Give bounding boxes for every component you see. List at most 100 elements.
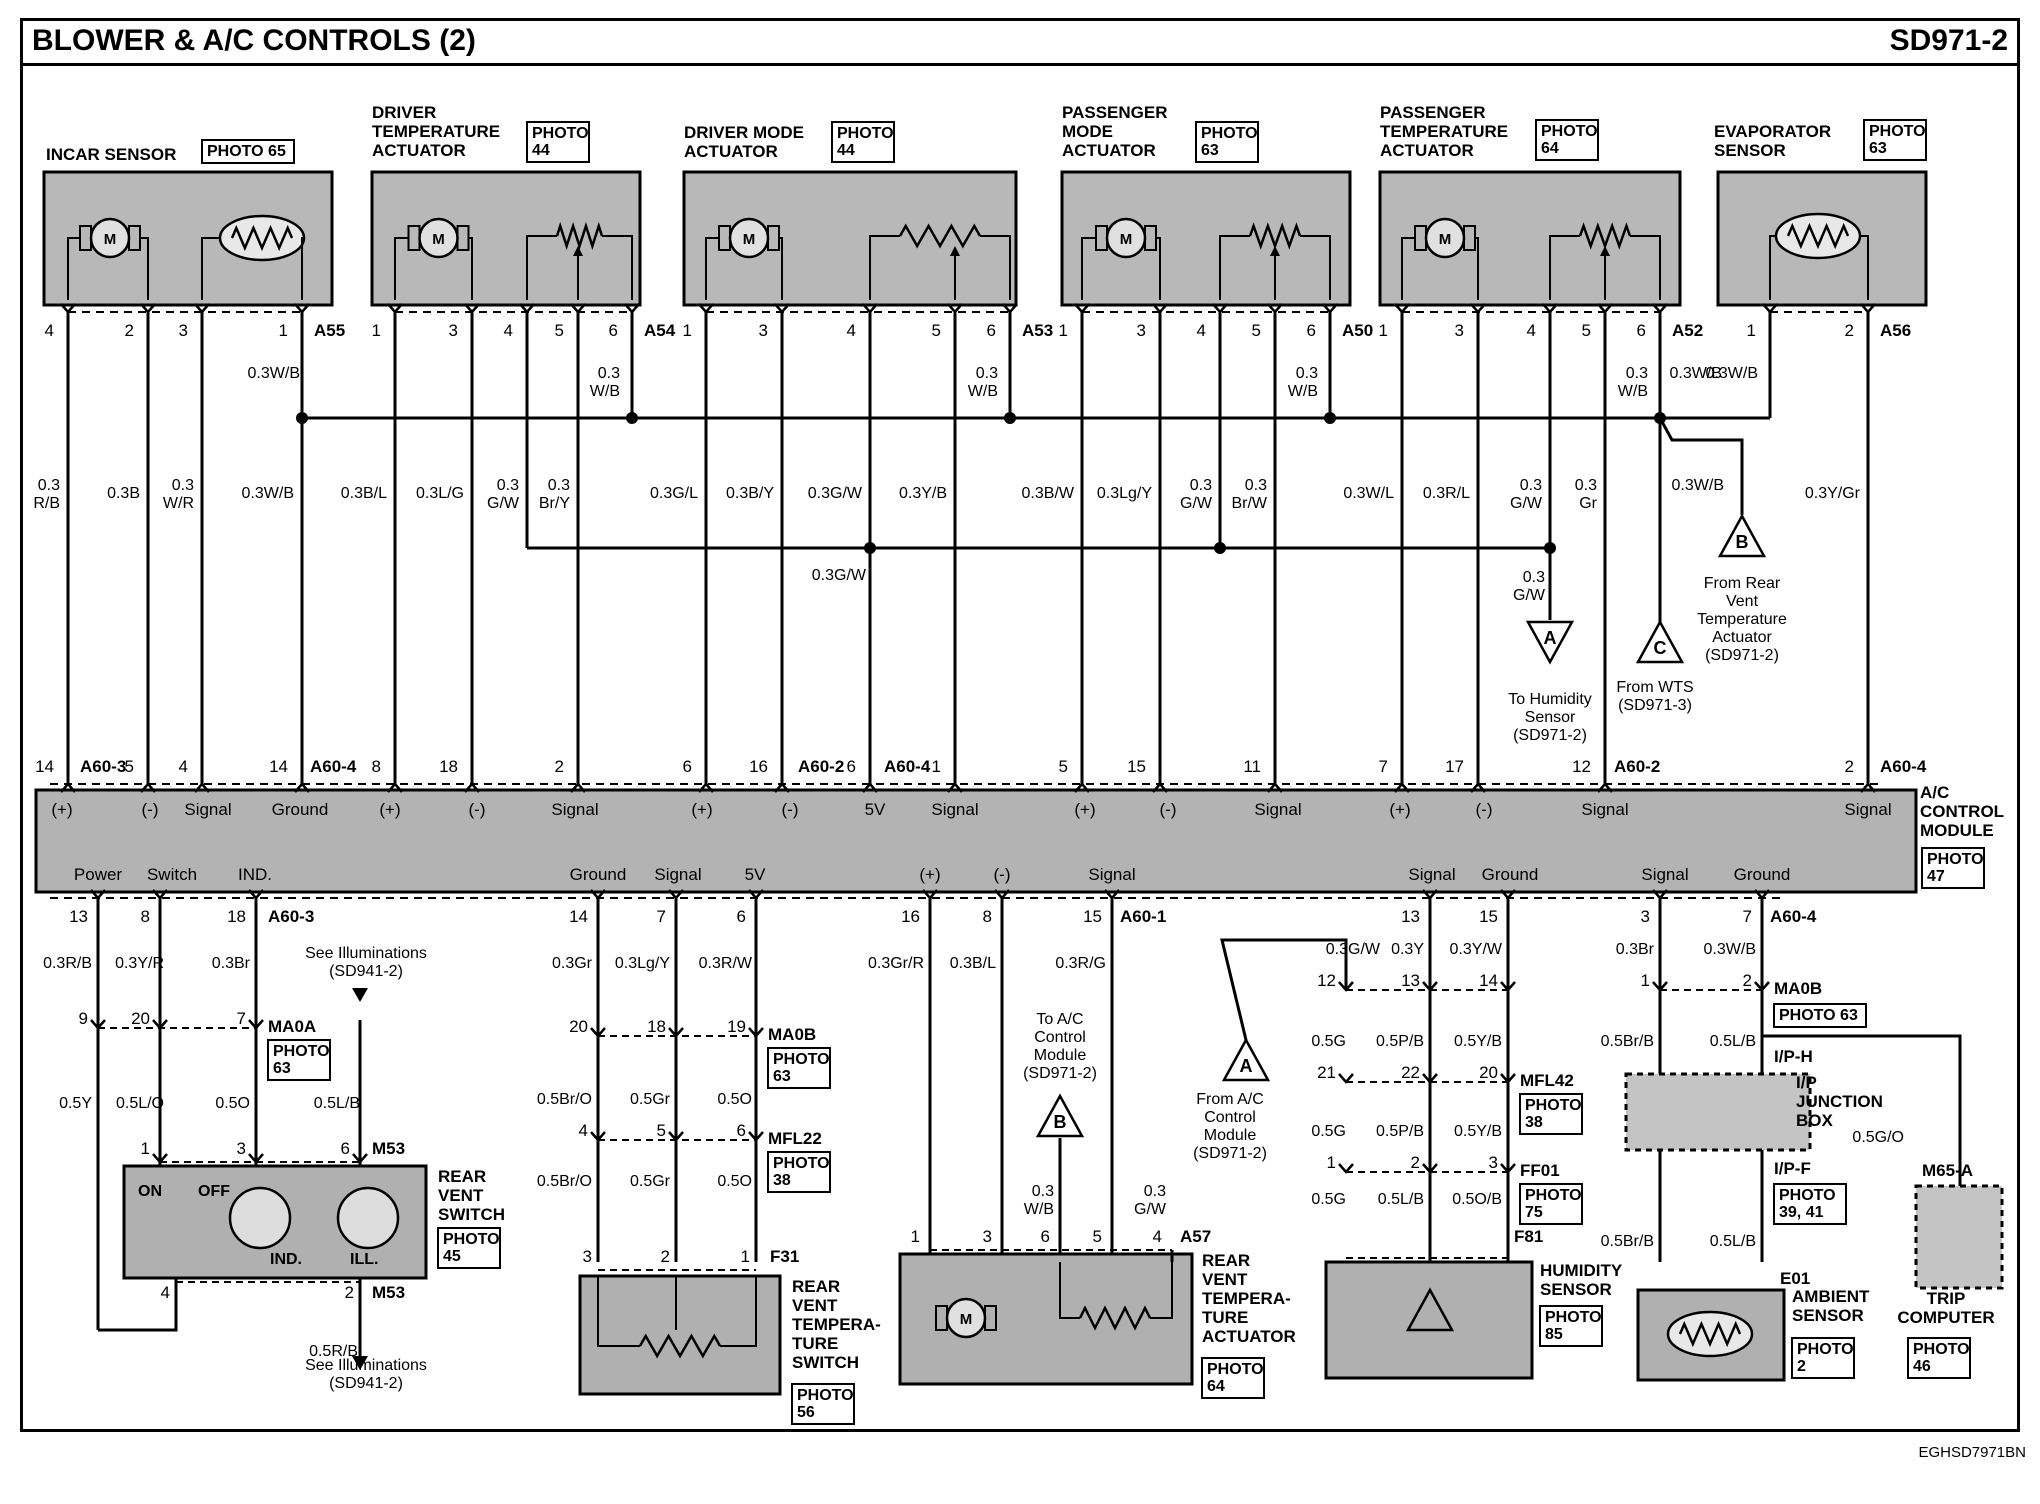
- wire-label: 0.3: [1523, 569, 1545, 586]
- terminal-icon: [60, 782, 76, 793]
- wiper-arrow-icon: [1600, 246, 1610, 256]
- terminal-icon: [90, 889, 106, 900]
- internal-wire: [597, 1276, 640, 1347]
- motor-icon: [935, 1305, 948, 1331]
- wiper-arrow-icon: [573, 246, 583, 256]
- module-pin-function: (-): [782, 800, 799, 819]
- module-name: A/C: [1920, 783, 1949, 802]
- terminal-icon: [1074, 782, 1090, 793]
- MFL42-label: MFL42: [1520, 1071, 1574, 1090]
- ref-text: See Illuminations: [305, 945, 427, 962]
- terminal-icon: [90, 1019, 106, 1030]
- connector-pin: 21: [1317, 1063, 1336, 1082]
- humidity-sensor-photo-text: PHOTO: [1545, 1309, 1602, 1326]
- wire-label: 0.5L/B: [1378, 1191, 1424, 1208]
- wire-label: 0.3Br: [212, 955, 251, 972]
- ip-junction-box-name: JUNCTION: [1796, 1092, 1883, 1111]
- module-pin-function: Signal: [1844, 800, 1891, 819]
- terminal-icon: [1152, 782, 1168, 793]
- terminal-icon: [1470, 782, 1486, 793]
- dta-connector-label: A54: [644, 321, 676, 340]
- motor-icon-label: M: [743, 231, 756, 248]
- wire-label: 0.3Gr: [552, 955, 593, 972]
- internal-wire: [1769, 235, 1776, 300]
- wire-label: 0.3W/L: [1343, 485, 1394, 502]
- terminal-icon: [1500, 1073, 1516, 1084]
- arrow-icon: [352, 1356, 368, 1370]
- module-pin-function: (+): [691, 800, 712, 819]
- terminal-icon: [1754, 981, 1770, 992]
- module-pin-number: 5: [1059, 757, 1068, 776]
- MA0A-photo-text: PHOTO: [273, 1043, 330, 1060]
- terminal-icon: [922, 889, 938, 900]
- connector-pin: 14: [1479, 971, 1498, 990]
- module-photo-text: PHOTO: [1927, 851, 1984, 868]
- reference-letter: C: [1654, 638, 1667, 658]
- internal-wire: [1081, 237, 1096, 300]
- wire-label: W/B: [1618, 383, 1648, 400]
- motor-icon-label: M: [960, 1311, 973, 1328]
- connector-pin: 3: [1489, 1153, 1498, 1172]
- wire-label: 0.3W/B: [242, 485, 294, 502]
- connector-pin: 13: [1401, 971, 1420, 990]
- MA0B-photo: [767, 1047, 831, 1089]
- internal-wire: [1150, 1262, 1173, 1319]
- pma-connector-label: A50: [1342, 321, 1373, 340]
- connector-pin: 1: [141, 1139, 150, 1158]
- splice-dot: [1214, 542, 1226, 554]
- terminal-icon: [774, 782, 790, 793]
- module-pin-number: 8: [372, 757, 381, 776]
- module-pin-function: 5V: [745, 865, 766, 884]
- wire-label: 0.5O: [717, 1091, 752, 1108]
- internal-wire: [140, 237, 149, 300]
- pta-pin: 1: [1379, 321, 1388, 340]
- evap-connector-label: A56: [1880, 321, 1911, 340]
- trip-computer-photo: [1907, 1337, 1971, 1379]
- wire-label: 0.5P/B: [1376, 1033, 1424, 1050]
- ref-text: Vent: [1726, 593, 1759, 610]
- ref-text: Temperature: [1697, 611, 1787, 628]
- reference-letter: B: [1736, 532, 1749, 552]
- MA0B-photo-text: 63: [773, 1068, 791, 1085]
- module-pin-number: 8: [983, 907, 992, 926]
- terminal-icon: [1860, 782, 1876, 793]
- terminal-icon: [1422, 1163, 1438, 1174]
- wiper-arrow-icon: [1270, 246, 1280, 256]
- pma-name: ACTUATOR: [1062, 141, 1156, 160]
- rear-vent-temp-actuator-name: REAR: [1202, 1251, 1250, 1270]
- pma-photo-text: PHOTO: [1201, 125, 1258, 142]
- wire-label: 0.5G: [1311, 1033, 1346, 1050]
- dta-pin: 6: [609, 321, 618, 340]
- module-pin-function: (-): [469, 800, 486, 819]
- terminal-icon: [1422, 981, 1438, 992]
- dta-pin: 5: [555, 321, 564, 340]
- terminal-icon: [464, 782, 480, 793]
- terminal-icon: [152, 1153, 168, 1164]
- reference-triangle-icon: [1035, 1093, 1085, 1138]
- terminal-icon: [352, 1153, 368, 1164]
- splice-dot: [1004, 412, 1016, 424]
- wire-label: 0.3Y/W: [1450, 941, 1503, 958]
- module-pin-function: (-): [994, 865, 1011, 884]
- module-pin-function: (+): [919, 865, 940, 884]
- terminal-icon: [387, 782, 403, 793]
- pta-name: ACTUATOR: [1380, 141, 1474, 160]
- internal-wire: [1156, 237, 1161, 300]
- wire-label: 0.3R/G: [1055, 955, 1106, 972]
- module-pin-number: 7: [1743, 907, 1752, 926]
- terminal-icon: [590, 1131, 606, 1142]
- MFL42-photo-text: 38: [1525, 1114, 1543, 1131]
- pta-connector-label: A52: [1672, 321, 1703, 340]
- wire-label: 0.3: [172, 477, 194, 494]
- module-pin-function: 5V: [865, 800, 886, 819]
- connector-label: F31: [770, 1247, 799, 1266]
- module-pin-function: (-): [1476, 800, 1493, 819]
- rear-vent-temp-actuator-name: VENT: [1202, 1270, 1248, 1289]
- trip-computer-name: COMPUTER: [1897, 1308, 1994, 1327]
- wire-label: 0.3B/L: [341, 485, 387, 502]
- wire-label: 0.3: [1144, 1183, 1166, 1200]
- dma-connector-label: A53: [1022, 321, 1053, 340]
- MFL22-label: MFL22: [768, 1129, 822, 1148]
- pma-pin: 3: [1137, 321, 1146, 340]
- terminal-icon: [152, 1019, 168, 1030]
